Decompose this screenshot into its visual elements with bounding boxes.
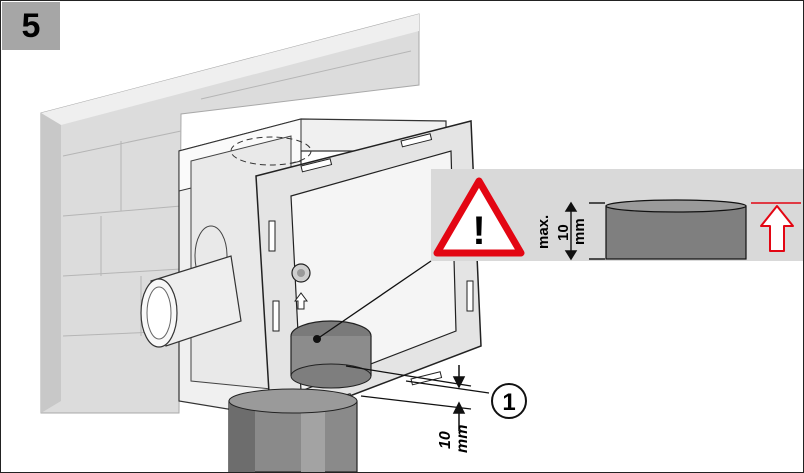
warning-triangle-icon (433, 177, 525, 257)
warning-value: 10 (555, 224, 572, 241)
wall (40, 13, 420, 414)
drain-pipe (228, 388, 358, 472)
callout-circle-icon (491, 383, 527, 419)
step-number-badge: 5 (2, 2, 60, 50)
dimension-value: 10 (437, 431, 454, 449)
pipe-stub-diagram (605, 199, 747, 260)
callout-number: 1 (502, 389, 515, 416)
warning-unit: mm (571, 218, 588, 245)
dimension-arrows (452, 365, 466, 431)
warning-dimension-arrows (564, 201, 605, 261)
arrow-up-outline-icon (760, 205, 794, 252)
leader-line (316, 260, 432, 340)
drain-pipe-inner (290, 320, 372, 389)
warning-symbol: ! (472, 209, 485, 253)
warning-max-label: max. (535, 215, 552, 249)
side-spigot (140, 255, 242, 348)
warning-panel: ! max. 10 mm (431, 169, 803, 261)
dimension-unit: mm (454, 425, 471, 453)
